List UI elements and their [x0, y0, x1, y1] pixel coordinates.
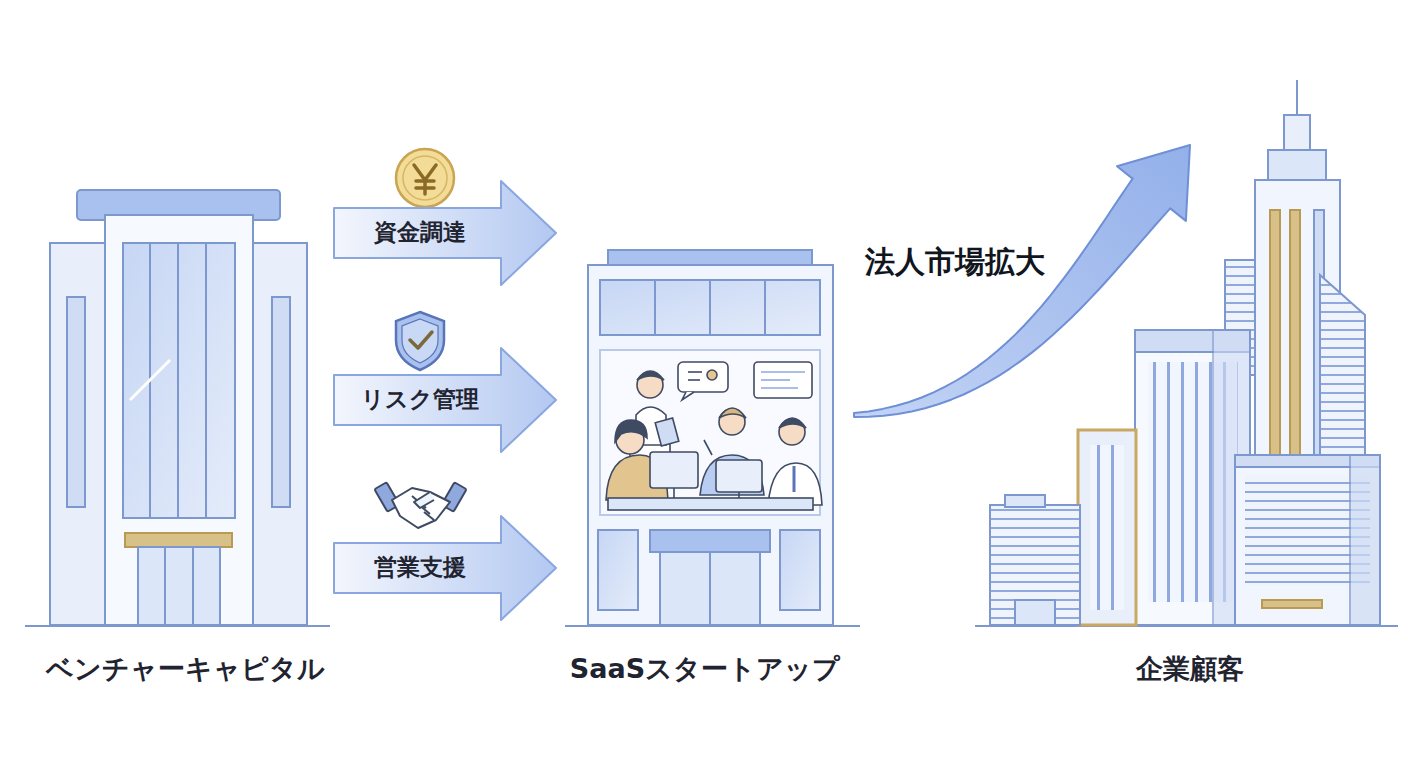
vc-building — [50, 190, 307, 625]
shield-icon — [396, 312, 444, 370]
edge-label: 法人市場拡大 — [861, 244, 1049, 280]
startup-building — [588, 250, 833, 625]
block-arrow — [334, 516, 556, 620]
block-arrow — [334, 348, 556, 452]
office-team — [606, 362, 822, 510]
block-arrow — [854, 145, 1190, 417]
edge-label: 営業支援 — [374, 554, 466, 582]
edge-label: リスク管理 — [361, 386, 479, 414]
entity-caption: SaaSスタートアップ — [556, 651, 854, 687]
block-arrow — [334, 181, 556, 285]
entity-caption: 企業顧客 — [976, 651, 1404, 687]
entity-caption: ベンチャーキャピタル — [36, 651, 334, 687]
illustrated-entity: 企業顧客 — [976, 145, 1404, 695]
illustrated-entity: SaaSスタートアップ — [556, 245, 854, 695]
handshake-icon — [374, 482, 466, 528]
illustrated-entity: ベンチャーキャピタル — [36, 185, 334, 695]
yen-coin-icon — [396, 149, 454, 207]
edge-label: 資金調達 — [374, 219, 466, 247]
